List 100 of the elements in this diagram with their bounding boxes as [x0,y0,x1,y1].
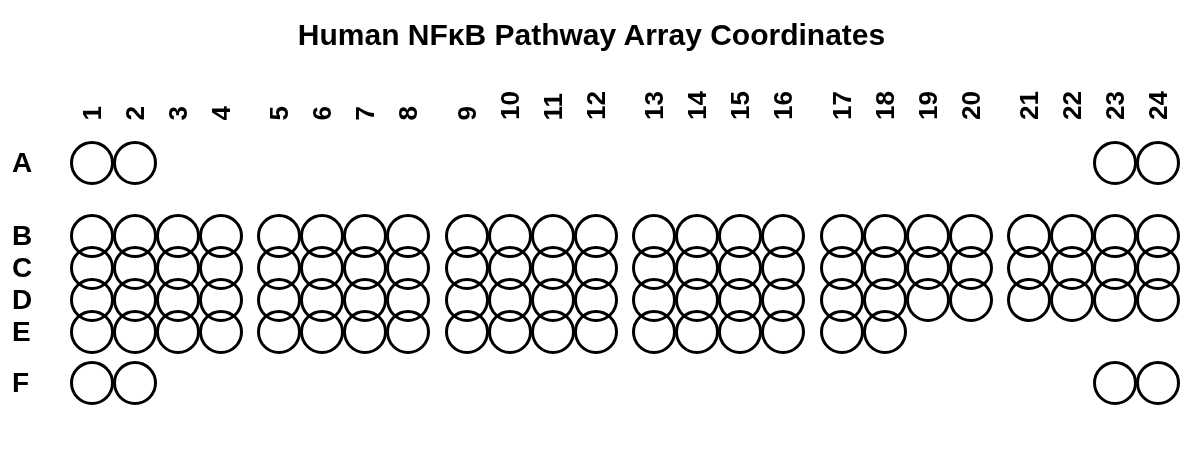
array-spot [70,246,114,290]
row-letter: D [12,284,33,316]
column-number: 15 [727,91,754,120]
column-number: 22 [1059,91,1085,120]
array-spot [862,278,907,322]
array-spot [948,246,993,290]
array-spot [199,246,243,290]
array-spot [819,278,864,322]
array-spot [718,214,763,258]
column-number: 3 [165,105,191,120]
array-spot [862,310,907,354]
array-spot [343,246,388,290]
array-spot [487,246,532,290]
array-spot [675,278,720,322]
array-spot [819,214,864,258]
array-spot [862,246,907,290]
array-spot [632,310,677,354]
column-number: 1 [79,105,105,120]
array-spot [761,246,806,290]
array-spot [444,246,489,290]
array-spot [113,310,157,354]
array-spot [199,214,243,258]
array-spot [156,246,200,290]
array-spot [257,310,302,354]
row-letter: B [12,220,33,252]
array-spot [199,310,243,354]
row-letter: A [12,147,33,179]
column-number: 5 [266,105,293,120]
array-spot [300,310,345,354]
array-spot [1136,246,1180,290]
array-spot [862,214,907,258]
array-spot [257,214,302,258]
array-spot [1050,214,1094,258]
column-number: 13 [641,91,668,120]
array-spot [343,278,388,322]
array-spot [1136,278,1180,322]
array-spot [300,214,345,258]
array-spot [343,214,388,258]
array-spot [761,310,806,354]
column-number: 2 [122,105,148,120]
array-spot [70,361,114,405]
column-number: 21 [1016,91,1042,120]
array-spot [632,278,677,322]
array-spot [1007,278,1051,322]
array-spot [1050,246,1094,290]
array-spot [632,214,677,258]
array-spot [156,310,200,354]
array-spot [530,214,575,258]
array-spot [905,246,950,290]
array-spot [70,310,114,354]
array-spot [675,310,720,354]
column-number: 19 [914,91,941,120]
array-spot [761,214,806,258]
array-spot [386,214,431,258]
array-spot [386,310,431,354]
column-number: 10 [496,91,523,120]
array-spot [573,310,618,354]
array-spot [718,278,763,322]
column-number: 8 [395,105,422,120]
array-spot [487,310,532,354]
column-number: 14 [684,91,711,120]
array-spot [70,141,114,185]
array-spot [113,278,157,322]
array-spot [1093,214,1137,258]
column-number: 6 [309,105,336,120]
column-number: 18 [871,91,898,120]
array-spot [819,246,864,290]
column-number: 20 [957,91,984,120]
column-number: 7 [352,105,379,120]
column-number: 4 [208,105,234,120]
array-spot [257,278,302,322]
array-spot [1136,141,1180,185]
row-letter: F [12,367,30,399]
array-spot [530,310,575,354]
column-number: 23 [1102,91,1128,120]
row-letter: C [12,252,33,284]
array-spot [487,214,532,258]
array-spot [718,310,763,354]
column-number: 17 [828,91,855,120]
array-spot [113,361,157,405]
array-spot [1050,278,1094,322]
array-spot [675,214,720,258]
array-spot [156,214,200,258]
array-spot [948,214,993,258]
column-number: 11 [539,92,566,120]
array-spot [761,278,806,322]
array-spot [343,310,388,354]
array-spot [905,278,950,322]
array-spot [300,278,345,322]
array-spot [1093,246,1137,290]
array-spot [70,214,114,258]
array-spot [1007,214,1051,258]
array-spot [948,278,993,322]
array-spot [1093,141,1137,185]
array-spot [156,278,200,322]
array-spot [70,278,114,322]
array-spot [573,246,618,290]
array-spot [530,246,575,290]
array-spot [675,246,720,290]
array-spot [1007,246,1051,290]
